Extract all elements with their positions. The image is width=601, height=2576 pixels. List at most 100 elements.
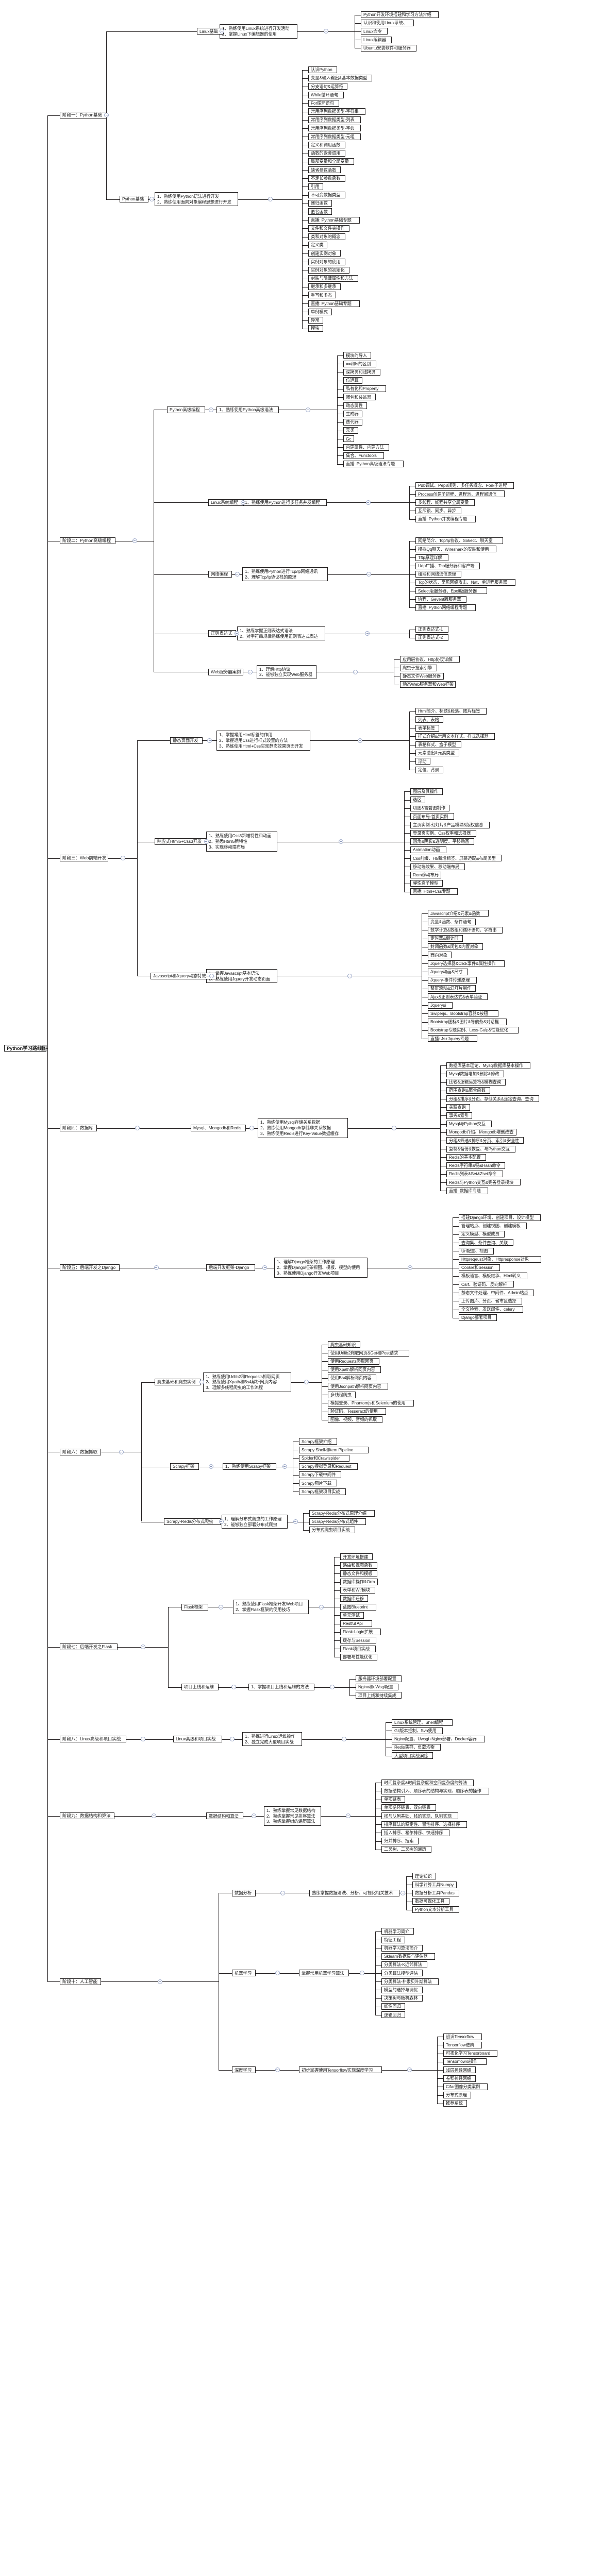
branch-node[interactable]: 项目上线和运维 — [181, 1684, 219, 1691]
branch-node[interactable]: Linux高级和项目实战 — [173, 1736, 222, 1742]
leaf-node[interactable]: 定义和调用函数 — [308, 141, 345, 148]
stage-node[interactable]: 阶段八：Linux高级和项目实战 — [60, 1736, 126, 1742]
leaf-node[interactable]: ==和Is的区别 — [343, 360, 376, 367]
leaf-node[interactable]: Python开发环境搭建和学习方法介绍 — [361, 11, 439, 18]
collapse-toggle-branch[interactable] — [154, 1265, 159, 1270]
branch-node[interactable]: Linux系统编程 — [208, 499, 244, 506]
leaf-node[interactable]: 直播: Python网络编程专题 — [415, 604, 476, 611]
leaf-node[interactable]: Jquery-事件传递原理 — [428, 977, 477, 984]
leaf-node[interactable]: 实例对象的使用 — [308, 258, 345, 265]
leaf-node[interactable]: Python文本分析工具 — [412, 1906, 459, 1913]
leaf-node[interactable]: Gc — [343, 435, 354, 443]
leaf-node[interactable]: 变量&函数、条件语句 — [428, 918, 476, 925]
leaf-node[interactable]: Mongodb介绍、Mongodb增删改查 — [446, 1129, 516, 1136]
leaf-node[interactable]: Url配置、视图 — [459, 1247, 494, 1255]
branch-node[interactable]: Python基础 — [120, 196, 148, 203]
leaf-node[interactable]: 迭代器 — [343, 419, 362, 426]
collapse-toggle-leaves[interactable] — [365, 631, 370, 636]
leaf-node[interactable]: Git版本控制、Svn使用 — [392, 1727, 443, 1734]
collapse-toggle-goal[interactable] — [199, 1380, 204, 1385]
leaf-node[interactable]: Bootstrap图标&图片&导航条&对话框 — [428, 1019, 507, 1025]
collapse-toggle-leaves[interactable] — [304, 1380, 309, 1385]
collapse-toggle-leaves[interactable] — [353, 669, 358, 674]
leaf-node[interactable]: Jquery选择器&Click事件&属性操作 — [428, 960, 505, 967]
leaf-node[interactable]: 爬虫于搜索引擎 — [400, 664, 437, 671]
leaf-node[interactable]: 正则表达式-2 — [415, 634, 448, 641]
leaf-node[interactable]: 分布式原理 — [443, 2092, 471, 2098]
collapse-toggle-goal[interactable] — [219, 29, 224, 34]
leaf-node[interactable]: Tftp原理详解 — [415, 554, 448, 561]
leaf-node[interactable]: 单元测试 — [340, 1612, 364, 1619]
collapse-toggle-branches[interactable] — [119, 1449, 124, 1454]
collapse-toggle-leaves[interactable] — [319, 1604, 324, 1609]
leaf-node[interactable]: 全文检索、发送邮件、celery — [459, 1306, 523, 1313]
leaf-node[interactable]: 分组&排序&分页、存储关系&连接查询、查询 — [446, 1095, 539, 1103]
leaf-node[interactable]: 查询集、条件查询、关联 — [459, 1239, 513, 1246]
leaf-node[interactable]: 表单和Wtf模块 — [340, 1587, 375, 1594]
leaf-node[interactable]: 移动端效果、移动端布局 — [410, 863, 465, 870]
leaf-node[interactable]: Redis列表&Set&Zset命令 — [446, 1171, 503, 1178]
leaf-node[interactable]: 页面布局-首页实例 — [410, 813, 454, 820]
leaf-node[interactable]: 直播: 数据库专题 — [446, 1187, 488, 1194]
collapse-toggle-leaves[interactable] — [360, 1971, 364, 1976]
collapse-toggle-goal[interactable] — [149, 197, 154, 202]
leaf-node[interactable]: 实例对象的初始化 — [308, 266, 349, 274]
leaf-node[interactable]: While循环语句 — [308, 91, 344, 98]
stage-node[interactable]: 阶段九：数据结构和算法 — [60, 1812, 114, 1820]
leaf-node[interactable]: Nginx和uWsgi配置 — [356, 1684, 398, 1691]
leaf-node[interactable]: 元素溢出&元素类型 — [415, 750, 459, 757]
leaf-node[interactable]: Flask项目实战 — [340, 1645, 376, 1652]
leaf-node[interactable]: 表单标签 — [415, 724, 439, 732]
leaf-node[interactable]: 数据库操作&Orm — [340, 1579, 378, 1585]
leaf-node[interactable]: 位运算 — [343, 377, 362, 384]
branch-node[interactable]: Scrapy框架 — [170, 1463, 199, 1470]
goal-node[interactable]: 掌握常用机器学习算法 — [299, 1970, 349, 1977]
branch-node[interactable]: Flask框架 — [181, 1603, 208, 1611]
leaf-node[interactable]: 使用Urllib2爬取网页&Get和Post请求 — [328, 1349, 409, 1357]
leaf-node[interactable]: Linux编辑器 — [361, 36, 392, 43]
leaf-node[interactable]: 分类算法-K近邻算法 — [381, 1961, 427, 1969]
leaf-node[interactable]: Html简介、标题&段落、图片标签 — [415, 708, 487, 715]
leaf-node[interactable]: Csrf、验证码、反向解析 — [459, 1281, 514, 1288]
leaf-node[interactable]: Redis的基本配置 — [446, 1154, 486, 1161]
goal-node[interactable]: 1、熟练使用Python高级语法 — [216, 406, 279, 413]
collapse-toggle-goal[interactable] — [209, 973, 214, 978]
branch-node[interactable]: Scrapy-Redis分布式爬虫 — [164, 1518, 221, 1525]
leaf-node[interactable]: 复制&备份&恢复、与Python交互 — [446, 1145, 515, 1153]
leaf-node[interactable]: 开发环境搭建 — [340, 1553, 373, 1561]
leaf-node[interactable]: 生成器 — [343, 410, 362, 417]
collapse-toggle-goal[interactable] — [208, 1464, 213, 1469]
collapse-toggle-branch[interactable] — [151, 1814, 156, 1819]
leaf-node[interactable]: Tensorflow进阶 — [443, 2041, 482, 2048]
leaf-node[interactable]: Udp广播、Tcp服务器和客户端 — [415, 562, 480, 569]
collapse-toggle-leaves[interactable] — [293, 1519, 298, 1524]
leaf-node[interactable]: 协程、Gevent版服务器 — [415, 596, 466, 603]
leaf-node[interactable]: Restful Api — [340, 1620, 372, 1627]
leaf-node[interactable]: 分类算法-朴素贝叶斯算法 — [381, 1978, 439, 1985]
leaf-node[interactable]: 直播: Python基础专题 — [308, 300, 360, 307]
leaf-node[interactable]: 模拟登录、Phantomjs和Selenium的使用 — [328, 1399, 414, 1406]
leaf-node[interactable]: Jquery动画&尺寸 — [428, 968, 468, 975]
leaf-node[interactable]: Scrapy框架介绍 — [299, 1438, 337, 1445]
leaf-node[interactable]: 爬虫基础知识 — [328, 1341, 360, 1348]
leaf-node[interactable]: 单项链表 — [381, 1796, 405, 1803]
leaf-node[interactable]: 常用序列数据类型-字符串 — [308, 108, 365, 115]
leaf-node[interactable]: 定时器&倒计时 — [428, 935, 463, 942]
leaf-node[interactable]: Cifar图像分类案例 — [443, 2083, 488, 2090]
leaf-node[interactable]: 选区 — [410, 796, 425, 803]
leaf-node[interactable]: 卷积神经网络 — [443, 2075, 476, 2082]
leaf-node[interactable]: 缓存与Session — [340, 1637, 376, 1644]
collapse-toggle-leaves[interactable] — [400, 1890, 405, 1895]
leaf-node[interactable]: Javascript介绍&元素&函数 — [428, 910, 489, 917]
collapse-toggle-leaves[interactable] — [392, 1126, 396, 1131]
branch-node[interactable]: 网络编程 — [208, 571, 232, 578]
leaf-node[interactable]: 私有化和Property — [343, 385, 386, 393]
collapse-toggle-goal[interactable] — [218, 1604, 223, 1609]
collapse-toggle-leaves[interactable] — [329, 1685, 335, 1690]
leaf-node[interactable]: 应用层协议、Http协议详解 — [400, 656, 460, 663]
leaf-node[interactable]: 浅层神经网络 — [443, 2066, 476, 2074]
collapse-toggle-branches[interactable] — [132, 538, 137, 544]
